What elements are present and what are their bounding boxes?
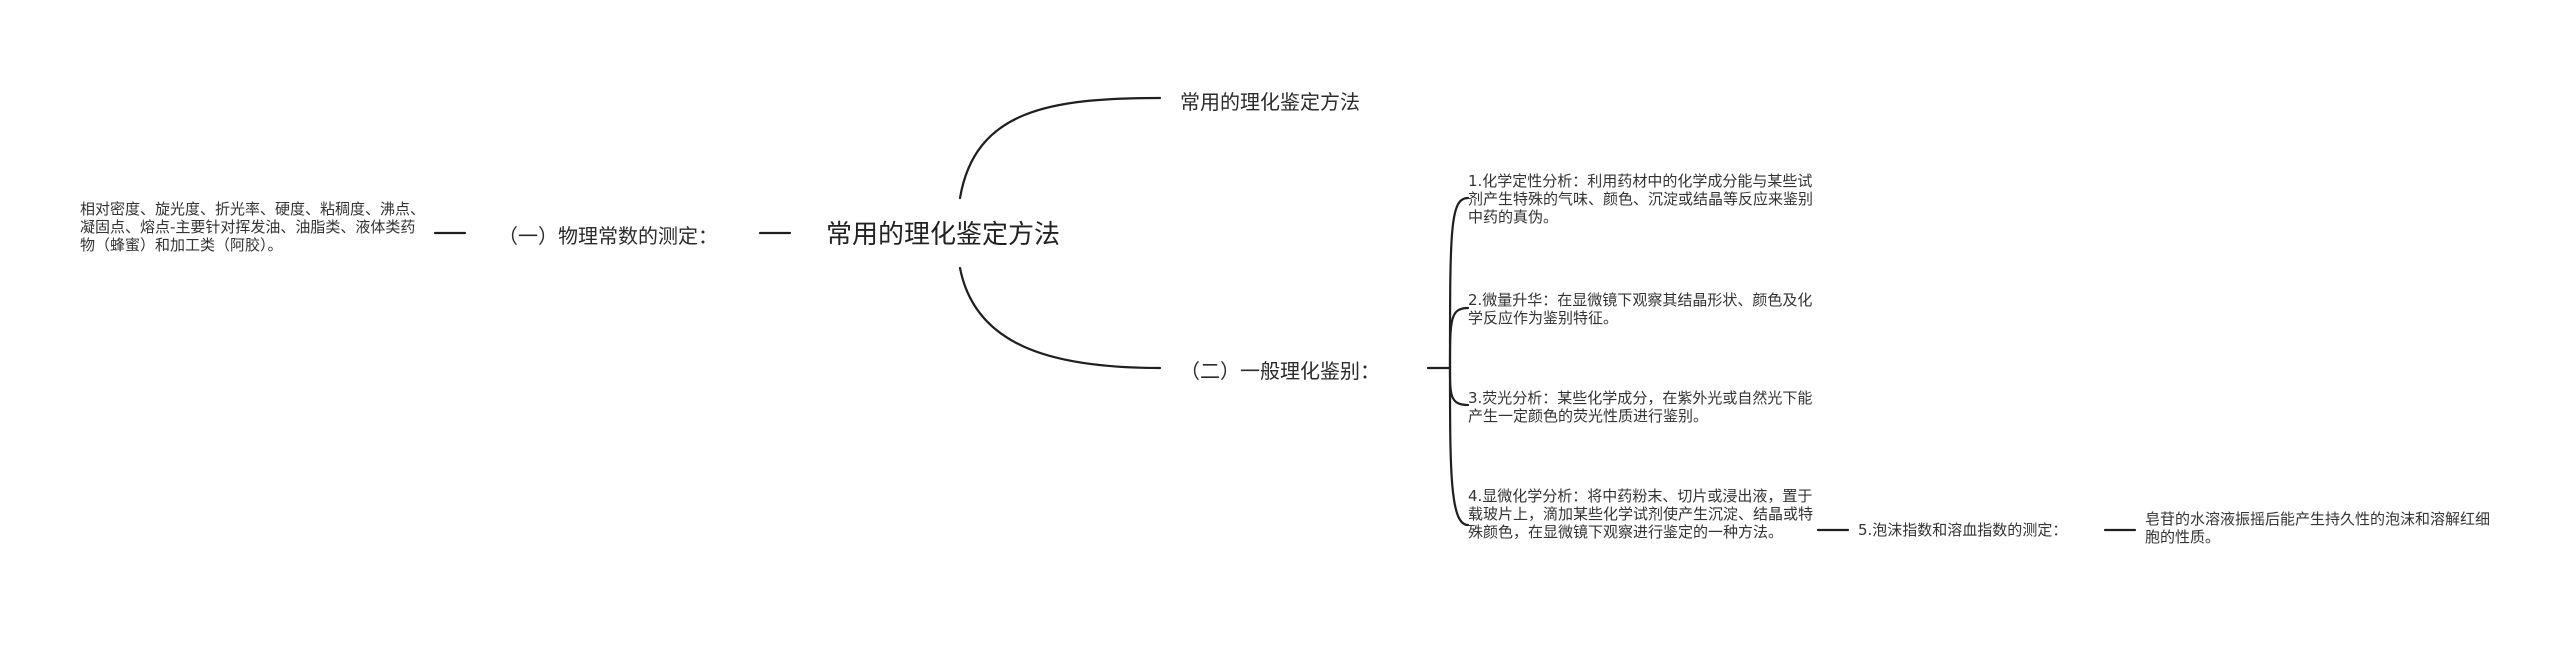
- item-5-detail[interactable]: 皂苷的水溶液振摇后能产生持久性的泡沫和溶解红细胞的性质。: [2145, 510, 2491, 546]
- item-5-node[interactable]: 5.泡沫指数和溶血指数的测定：: [1858, 521, 2068, 539]
- connector-item-4: [1448, 366, 1470, 527]
- item-3-node[interactable]: 3.荧光分析：某些化学成分，在紫外光或自然光下能产生一定颜色的荧光性质进行鉴别。: [1468, 389, 1813, 425]
- top-branch-node[interactable]: 常用的理化鉴定方法: [1180, 90, 1360, 114]
- left-branch-node[interactable]: （一）物理常数的测定：: [498, 224, 718, 248]
- left-branch-detail[interactable]: 相对密度、旋光度、折光率、硬度、粘稠度、沸点、凝固点、熔点-主要针对挥发油、油脂…: [80, 200, 426, 254]
- connector-root-right: [958, 266, 1162, 370]
- root-node[interactable]: 常用的理化鉴定方法: [826, 220, 1061, 250]
- connector-root-top: [958, 96, 1162, 200]
- item-2-node[interactable]: 2.微量升华：在显微镜下观察其结晶形状、颜色及化学反应作为鉴别特征。: [1468, 291, 1813, 327]
- connector-item-3: [1448, 366, 1470, 407]
- connector-item-2: [1448, 306, 1470, 370]
- item-1-node[interactable]: 1.化学定性分析：利用药材中的化学成分能与某些试剂产生特殊的气味、颜色、沉淀或结…: [1468, 172, 1814, 226]
- connector-item-1: [1448, 196, 1470, 370]
- right-branch-node[interactable]: （二）一般理化鉴别：: [1180, 359, 1380, 383]
- item-4-node[interactable]: 4.显微化学分析：将中药粉末、切片或浸出液，置于载玻片上，滴加某些化学试剂使产生…: [1468, 487, 1814, 541]
